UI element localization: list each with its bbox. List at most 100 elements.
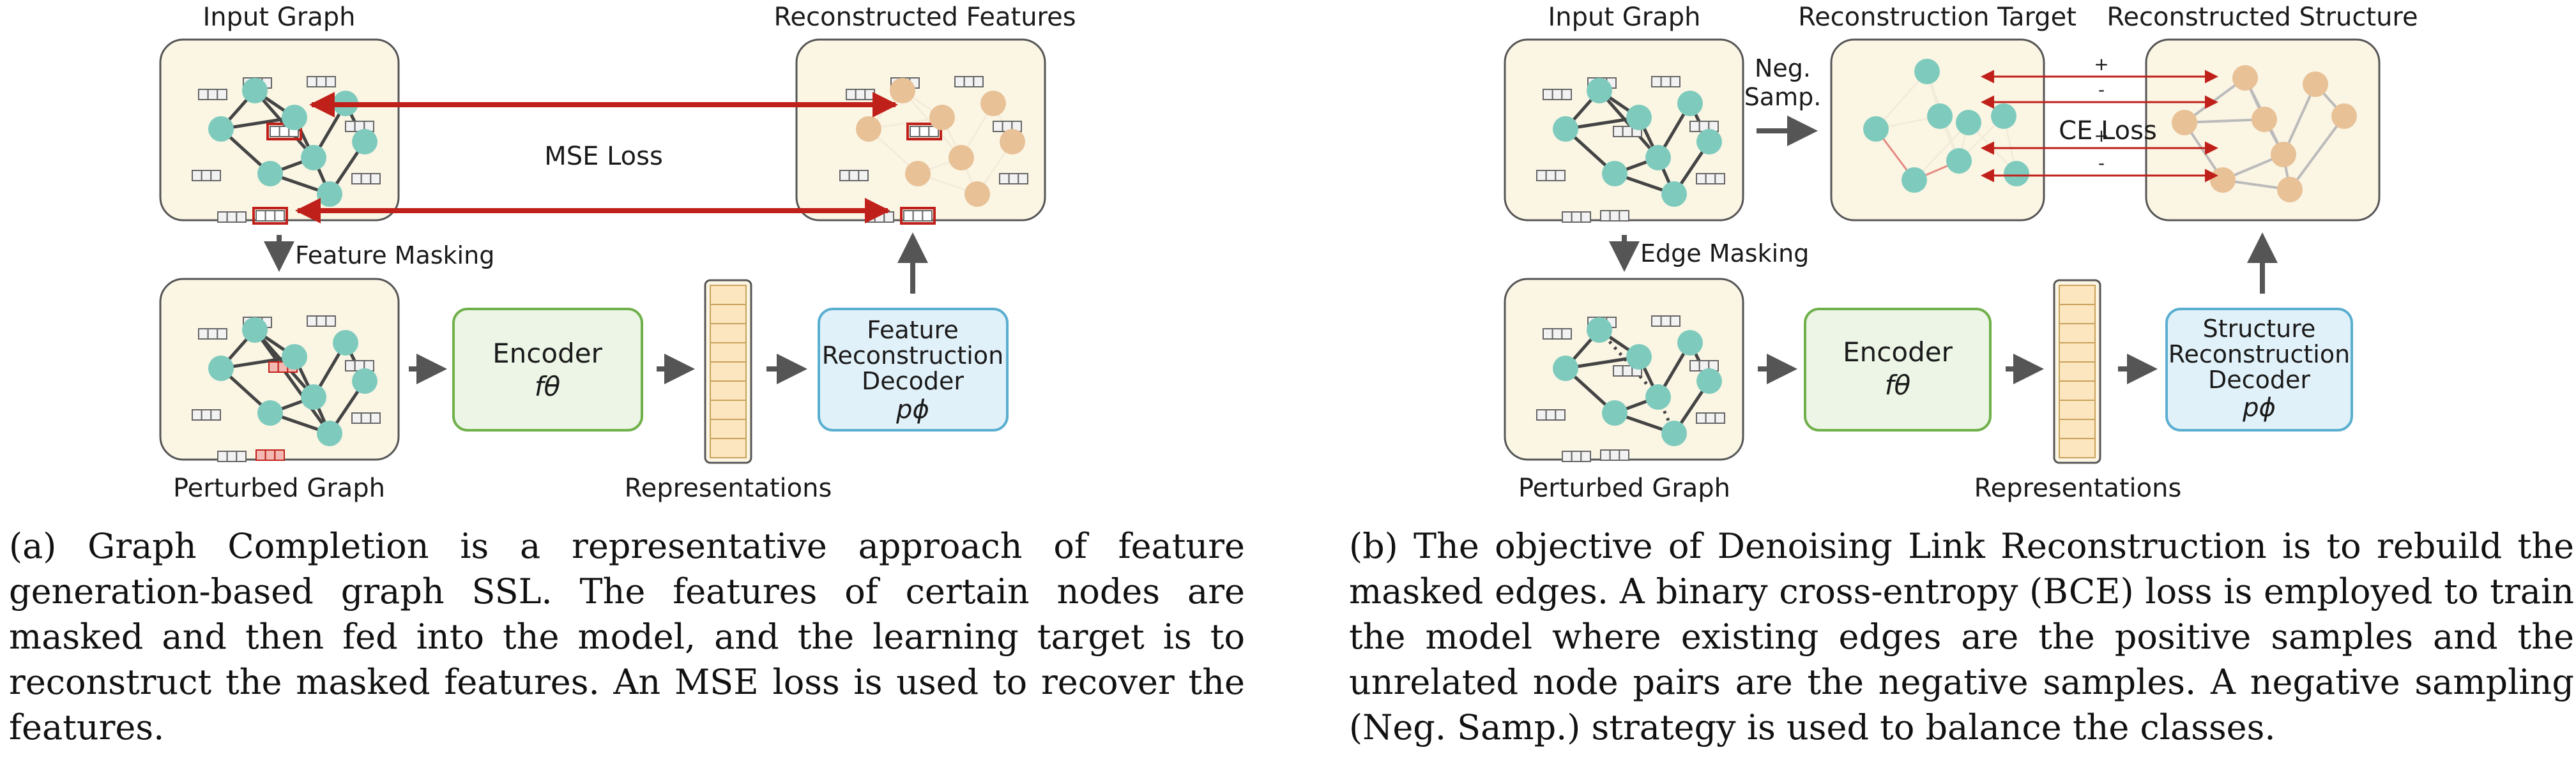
encoder-box-a xyxy=(452,308,643,432)
feature-vector-icon xyxy=(999,173,1029,184)
feature-vector-icon xyxy=(1536,409,1566,421)
feature-vector-icon xyxy=(217,451,247,462)
graph-node xyxy=(964,181,990,207)
panel-a-input-graph-label: Input Graph xyxy=(203,3,356,32)
feature-vector-icon xyxy=(351,412,381,424)
panel-a-reconstructed-features-label: Reconstructed Features xyxy=(774,3,1076,32)
representation-cell xyxy=(710,400,747,420)
feature-vector-icon xyxy=(198,328,228,340)
ce-sign-label: - xyxy=(2098,79,2105,100)
panel-a-perturbed-graph-label: Perturbed Graph xyxy=(173,474,385,503)
graph-node xyxy=(1000,129,1025,154)
representations-a xyxy=(704,279,752,464)
feature-vector-icon xyxy=(1600,210,1629,222)
graph-node xyxy=(301,145,326,170)
ce-loss-label: CE Loss xyxy=(2059,116,2157,146)
feature-vector-icon xyxy=(1651,76,1680,87)
feature-vector-icon xyxy=(1543,89,1572,100)
graph-node xyxy=(1946,148,1972,174)
feature-vector-icon xyxy=(307,76,337,87)
decoder-symbol-a: pϕ xyxy=(896,395,929,424)
feature-vector-icon xyxy=(954,76,984,87)
decoder-line3-a: Decoder xyxy=(862,367,964,395)
masked-feature-vector-icon xyxy=(266,123,302,140)
graph-node xyxy=(1696,129,1722,154)
ce-sign-label: - xyxy=(2098,153,2105,174)
encoder-symbol-a: fθ xyxy=(535,371,560,402)
graph-node xyxy=(1587,317,1612,343)
panel-a: Input Graph Reconstructed Features MSE L… xyxy=(159,3,1076,503)
graph-node xyxy=(949,145,974,170)
ce-sign-label: + xyxy=(2094,125,2108,146)
representation-cell xyxy=(2059,323,2096,343)
graph-node xyxy=(1991,103,2016,129)
graph-node xyxy=(1661,421,1687,446)
graph-edge xyxy=(2282,84,2317,155)
graph-node xyxy=(2004,161,2029,186)
graph-node xyxy=(2331,103,2357,129)
graph-node xyxy=(1927,103,1953,129)
representation-cell xyxy=(2059,400,2096,420)
graph-node xyxy=(208,356,234,381)
decoder-symbol-b: pϕ xyxy=(2242,393,2276,423)
graph-node xyxy=(1902,167,1927,193)
panel-b: Input Graph Neg. Samp. Reconstruction Ta… xyxy=(1504,3,2418,503)
reconstructed-feature-vector-icon xyxy=(900,207,936,225)
graph-node xyxy=(2303,71,2328,97)
feature-vector-icon xyxy=(1696,173,1725,184)
graph-node xyxy=(1677,91,1703,116)
graph-node xyxy=(2277,177,2303,202)
graph-edge xyxy=(253,329,332,435)
representation-cell xyxy=(2059,380,2096,401)
decoder-line2-a: Reconstruction xyxy=(822,342,1003,370)
graph-node xyxy=(352,368,377,394)
graph-node xyxy=(1626,344,1652,370)
graph-node xyxy=(1587,78,1612,103)
representation-cell xyxy=(2059,419,2096,439)
graph-edge xyxy=(1913,121,1970,181)
ce-loss-arrows: + - + - xyxy=(1981,54,2218,183)
representations-label-a: Representations xyxy=(625,474,832,503)
representation-cell xyxy=(2059,304,2096,324)
representation-cell xyxy=(710,419,747,439)
graph-node xyxy=(208,116,234,142)
representation-cell xyxy=(2059,342,2096,363)
graph-node xyxy=(2232,65,2258,91)
panel-b-input-graph-label: Input Graph xyxy=(1548,3,1701,32)
feature-vector-icon xyxy=(1562,211,1591,223)
caption-b: (b) The objective of Denoising Link Reco… xyxy=(1349,526,2574,747)
feature-vector-icon xyxy=(1536,170,1566,181)
graph-node xyxy=(890,78,915,103)
ce-sign-label: + xyxy=(2094,54,2108,75)
graph-node xyxy=(2210,167,2236,193)
graph-node xyxy=(1602,400,1627,426)
graph-node xyxy=(1696,368,1722,394)
graph-node xyxy=(282,344,307,370)
panel-b-input-graph xyxy=(1536,76,1725,223)
reconstruction-target-label: Reconstruction Target xyxy=(1798,3,2077,32)
representation-cell xyxy=(2059,438,2096,458)
graph-node xyxy=(317,181,342,207)
graph-node xyxy=(1956,110,1981,135)
graph-node xyxy=(1645,384,1671,410)
encoder-label-b: Encoder xyxy=(1843,336,1953,368)
graph-node xyxy=(1553,116,1578,142)
decoder-box-b xyxy=(2165,308,2353,432)
caption-a: (a) Graph Completion is a representative… xyxy=(9,526,1245,747)
reconstructed-structure-label: Reconstructed Structure xyxy=(2107,3,2418,32)
decoder-box-a xyxy=(818,308,1009,432)
graph-node xyxy=(282,105,307,130)
neg-samp-line1: Neg. xyxy=(1755,54,1811,82)
graph-node xyxy=(1553,356,1578,381)
graph-node xyxy=(1677,330,1703,356)
neg-samp-line2: Samp. xyxy=(1744,83,1822,111)
feature-vector-icon xyxy=(307,315,337,327)
feature-vector-icon xyxy=(192,170,222,181)
representation-cell xyxy=(710,285,747,305)
decoder-line3-b: Decoder xyxy=(2208,366,2310,394)
encoder-box-b xyxy=(1804,308,1992,432)
representation-cell xyxy=(710,342,747,363)
decoder-line2-b: Reconstruction xyxy=(2168,340,2350,368)
feature-vector-icon xyxy=(351,173,381,184)
graph-node xyxy=(242,317,268,343)
